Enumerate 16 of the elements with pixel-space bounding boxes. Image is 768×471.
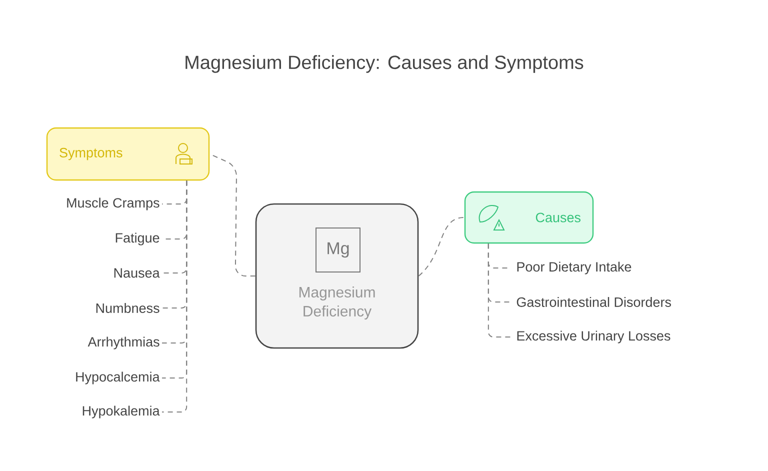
symptom-label: Hypokalemia <box>82 406 160 418</box>
symptom-label: Numbness <box>96 303 160 313</box>
cause-label: Gastrointestinal Disorders <box>516 297 671 307</box>
symptom-label: Arrhythmias <box>88 336 160 350</box>
symptom-label: Hypocalcemia <box>76 372 160 384</box>
category-box: Causes <box>464 191 594 244</box>
concept-label: Magnesium Deficiency <box>299 286 375 320</box>
connector <box>418 217 465 276</box>
title: Magnesium Deficiency: Causes and Symptoms <box>186 55 584 73</box>
symptom-label: Muscle Cramps <box>67 198 160 210</box>
symptom-label: Fatigue <box>116 232 160 246</box>
symptom-label: Nausea <box>114 268 160 278</box>
cause-label: Excessive Urinary Losses <box>517 330 670 344</box>
connector <box>488 243 512 338</box>
category-box: Symptoms <box>46 127 210 181</box>
cause-label: Poor Dietary Intake <box>517 262 632 274</box>
